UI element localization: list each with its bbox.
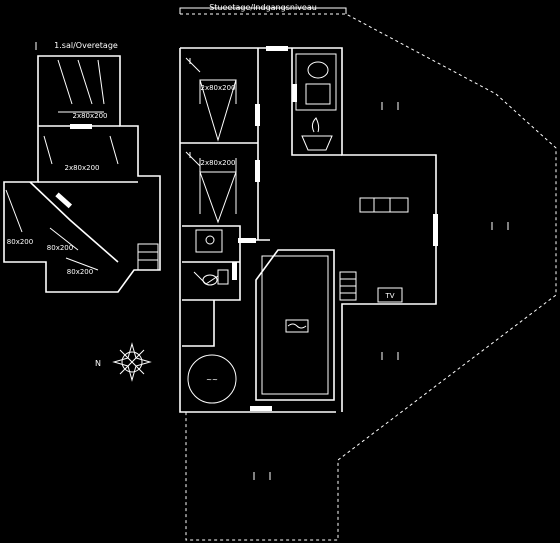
fireplace-icon (301, 117, 333, 151)
utility-wall (182, 300, 215, 347)
bed-b-label: 2x80x200 (200, 159, 235, 167)
upper-stairs-icon (137, 243, 159, 271)
bed-a-label: 2x80x200 (200, 84, 235, 92)
upper-floor-title: 1.sal/Overetage (54, 41, 118, 50)
pool-room (255, 249, 335, 401)
door-bedroom-a (255, 104, 260, 126)
north-label: N (95, 359, 101, 368)
pool-basin (261, 255, 329, 395)
east-wall (180, 47, 437, 412)
upper-floor-outline (3, 55, 161, 293)
door-toilet (232, 262, 237, 280)
terrace-outline (180, 13, 557, 541)
bed-a (185, 57, 237, 142)
upper-diagonal (29, 181, 119, 263)
bed-c-label: 2x80x200 (72, 112, 107, 120)
door-upper-1 (70, 124, 92, 129)
bath-block (182, 225, 241, 301)
stairs-icon (339, 271, 357, 301)
tv-label: TV (384, 292, 394, 300)
bed-d-label: 2x80x200 (64, 164, 99, 172)
door-terrace (433, 214, 438, 246)
door-bath (238, 238, 256, 243)
bed-c (57, 59, 105, 113)
door-kitchen (292, 84, 297, 102)
single-a-label: 80x200 (7, 238, 33, 246)
door-bedroom-b (255, 160, 260, 182)
svg-text:~~: ~~ (206, 376, 218, 384)
door-pool (250, 406, 272, 411)
terrace-icon (253, 102, 509, 480)
sofa-icon (359, 197, 409, 213)
shower-icon (195, 229, 223, 253)
kitchen-partition (291, 48, 342, 156)
ground-floor-title: Stueetage/Indgangsniveau (209, 3, 317, 12)
toilet-icon (193, 269, 229, 286)
bed-d (43, 135, 119, 165)
kitchen-counter (295, 53, 337, 111)
door-entrance (266, 46, 288, 51)
single-b-label: 80x200 (47, 244, 73, 252)
west-wall (179, 48, 336, 413)
bed-b (185, 151, 237, 224)
tv-cabinet (377, 287, 403, 303)
pool-icon (285, 319, 309, 333)
spa-icon: ~~ (187, 354, 237, 404)
door-upper-2 (55, 192, 73, 209)
single-c-label: 80x200 (67, 268, 93, 276)
single-beds (5, 189, 99, 271)
ground-floor-title-bracket (179, 7, 347, 14)
compass-rose-icon (112, 342, 152, 382)
